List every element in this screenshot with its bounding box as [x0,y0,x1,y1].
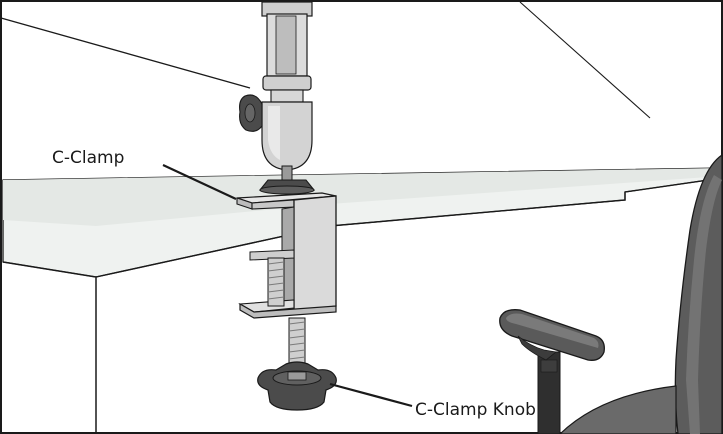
joint-highlight [268,106,280,160]
wall-line-left [0,17,251,89]
joint-lock-knob-face [244,103,256,123]
c-clamp-leader-line [162,164,237,200]
clamp-bottom-plate-front [239,302,337,319]
chair-seat [559,385,677,434]
desk-top-shade [3,168,722,226]
ball-stem [281,165,293,181]
rubber-foot-base [259,185,315,195]
pole-collar [262,75,312,91]
pole-recess [275,15,297,75]
chair-armrest-pad-top [506,313,599,348]
c-clamp-label: C-Clamp [52,148,124,168]
c-clamp-knob-label: C-Clamp Knob [415,400,536,420]
c-clamp-knob-leader-line [329,382,413,408]
clamp-screw-upper-threads [267,261,285,300]
clamp-spine-front [293,195,337,313]
chair-backrest-highlight [686,175,722,434]
pole-neck [270,89,304,103]
chair-armrest-post-slot [540,359,558,373]
wall-line-back [519,1,651,119]
chair-armrest-bracket [517,335,557,361]
clamp-knob-hub [287,371,307,381]
desk-back-edge [95,192,626,278]
